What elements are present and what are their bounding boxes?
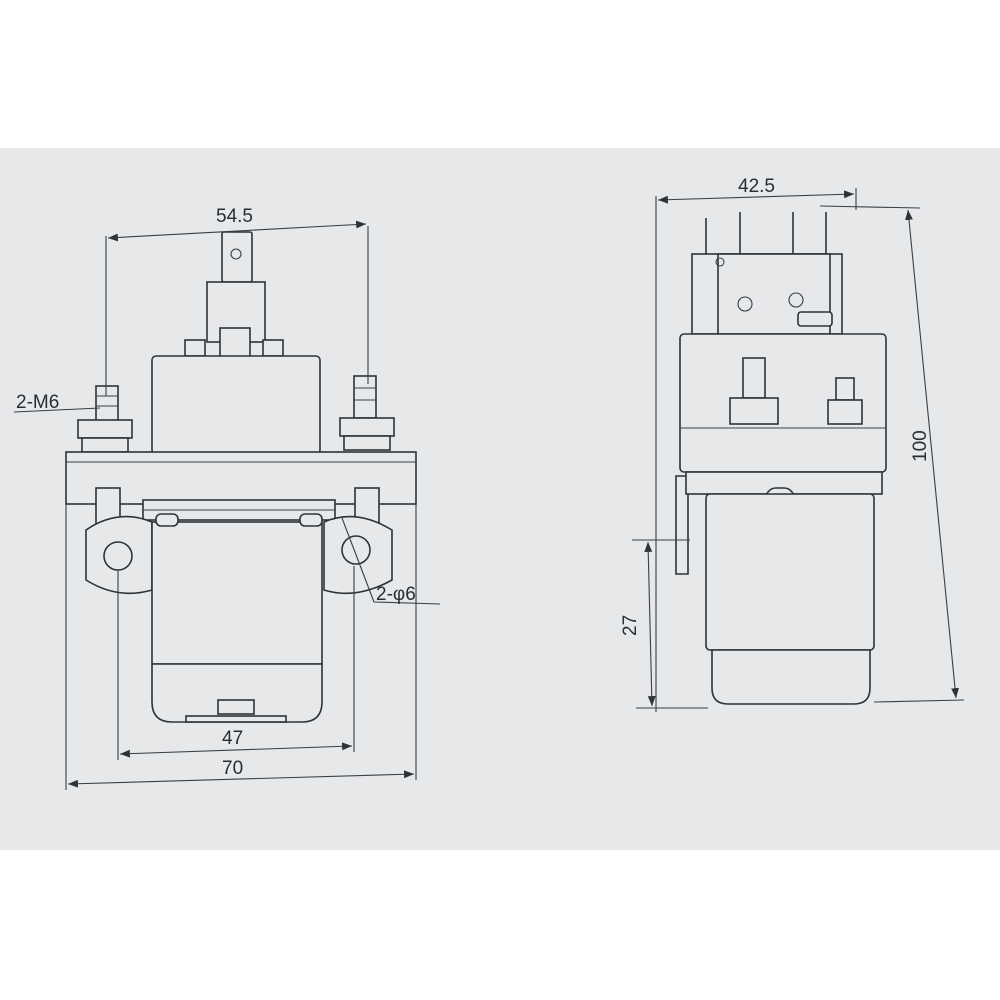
dim-27: 27 bbox=[620, 539, 708, 709]
dim-70: 70 bbox=[65, 504, 417, 790]
hole-callout: 2-φ6 bbox=[341, 517, 441, 605]
bottom-cap bbox=[151, 663, 323, 723]
dim-42-5: 42.5 bbox=[655, 176, 857, 712]
hole-callout-label: 2-φ6 bbox=[376, 584, 416, 605]
dim-47-label: 47 bbox=[222, 728, 243, 749]
dim-100: 100 bbox=[819, 205, 965, 703]
contact-cap bbox=[151, 355, 321, 455]
dim-47: 47 bbox=[117, 566, 355, 760]
stud-callout: 2-M6 bbox=[13, 392, 101, 413]
side-coil-body bbox=[705, 493, 875, 651]
left-stud bbox=[77, 385, 133, 453]
front-view: 54.5 47 70 2-M6 2-φ6 bbox=[13, 206, 441, 790]
side-view: 42.5 100 27 bbox=[620, 176, 965, 712]
dim-27-label: 27 bbox=[620, 615, 641, 636]
dim-42-5-label: 42.5 bbox=[738, 176, 775, 197]
dim-70-label: 70 bbox=[222, 758, 243, 779]
stud-callout-label: 2-M6 bbox=[16, 392, 59, 413]
dim-54-5: 54.5 bbox=[105, 206, 369, 396]
right-stud bbox=[339, 375, 395, 451]
side-bottom-cap bbox=[711, 649, 871, 705]
dim-100-label: 100 bbox=[910, 430, 931, 462]
coil-body bbox=[151, 521, 323, 665]
dim-54-5-label: 54.5 bbox=[216, 206, 253, 227]
spade-terminal bbox=[221, 231, 253, 283]
